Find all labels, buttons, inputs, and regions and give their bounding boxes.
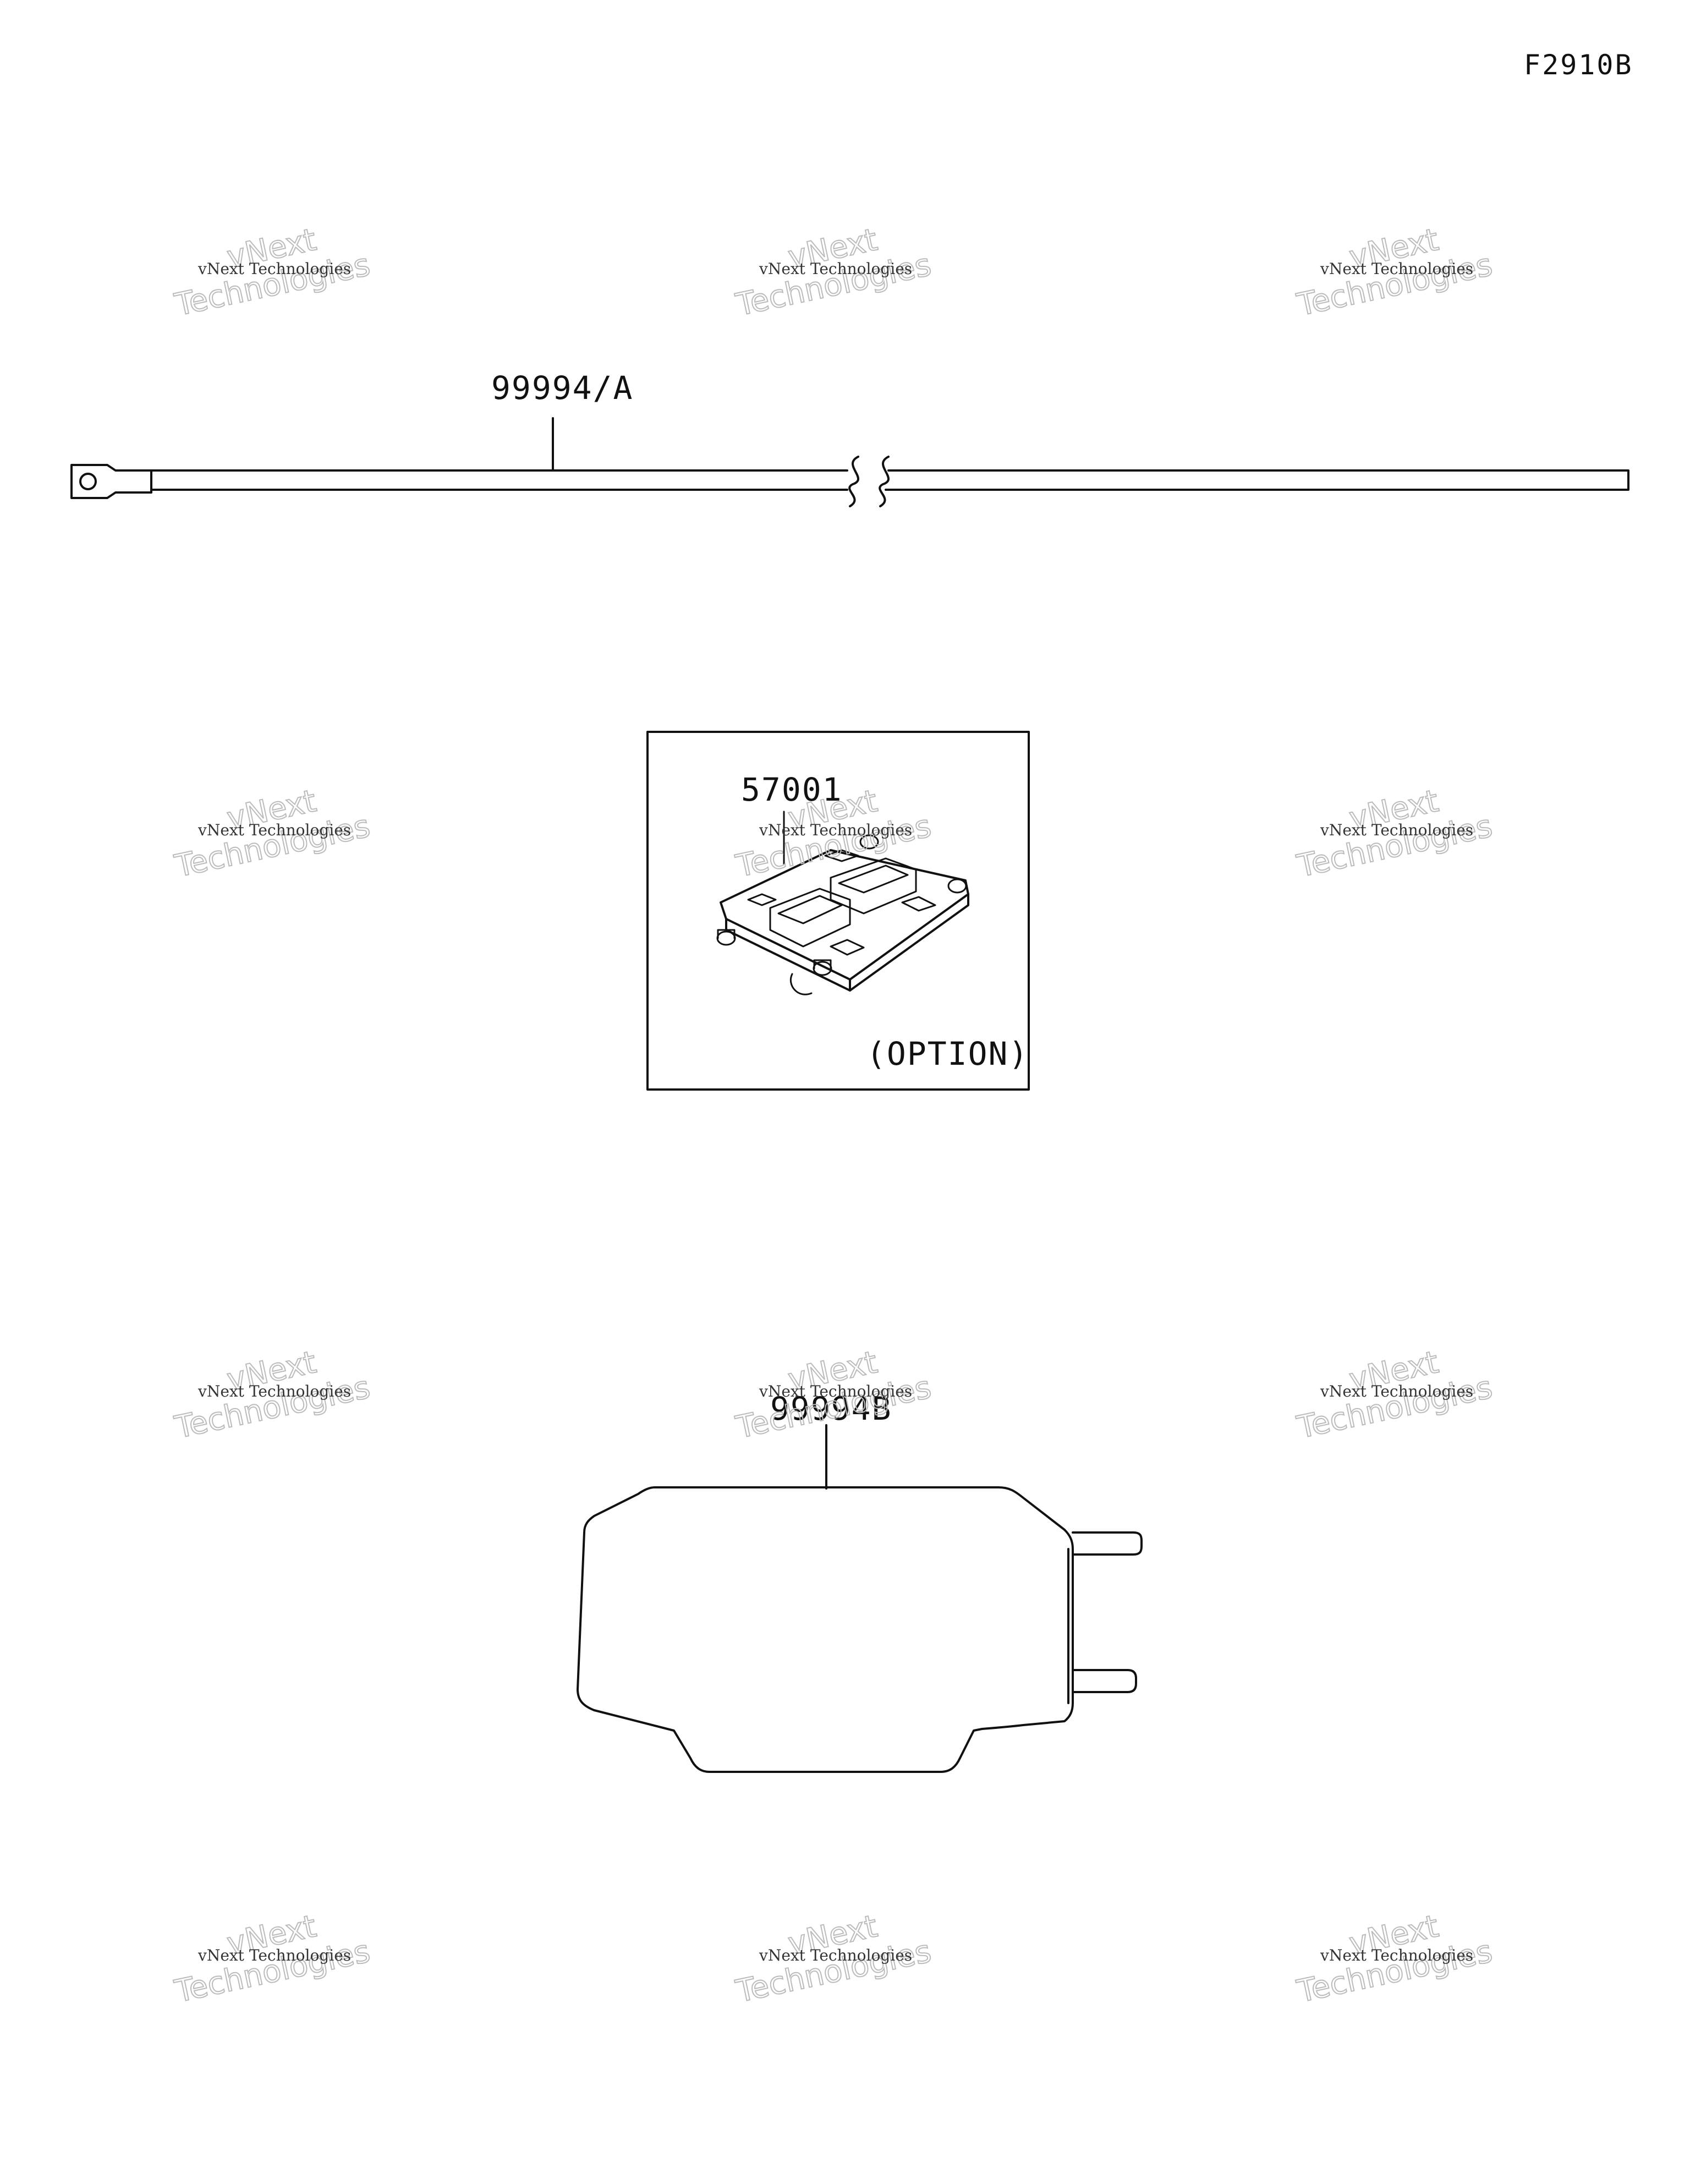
watermark-small: vNext Technologies: [759, 821, 912, 839]
watermark-small: vNext Technologies: [197, 1946, 351, 1964]
option-frame: [646, 731, 1030, 1091]
part-label-57001: 57001: [741, 771, 843, 808]
cover-drawing: [577, 1486, 1143, 1773]
watermark-small: vNext Technologies: [759, 260, 912, 278]
watermark-small: vNext Technologies: [1320, 1946, 1473, 1964]
option-note: (OPTION): [866, 1035, 1029, 1072]
watermark-small: vNext Technologies: [1320, 1382, 1473, 1400]
watermark-small: vNext Technologies: [759, 1946, 912, 1964]
watermark-small: vNext Technologies: [1320, 260, 1473, 278]
watermark-small: vNext Technologies: [759, 1382, 912, 1400]
bracket-drawing: [716, 834, 969, 995]
watermark-small: vNext Technologies: [1320, 821, 1473, 839]
figure-code: F2910B: [1524, 49, 1633, 81]
watermark-small: vNext Technologies: [197, 1382, 351, 1400]
watermark-small: vNext Technologies: [197, 821, 351, 839]
part-label-99994b: 99994B: [770, 1390, 892, 1427]
cable-tie-drawing: [70, 456, 1629, 507]
part-label-99994a: 99994/A: [491, 369, 633, 407]
watermark-small: vNext Technologies: [197, 260, 351, 278]
